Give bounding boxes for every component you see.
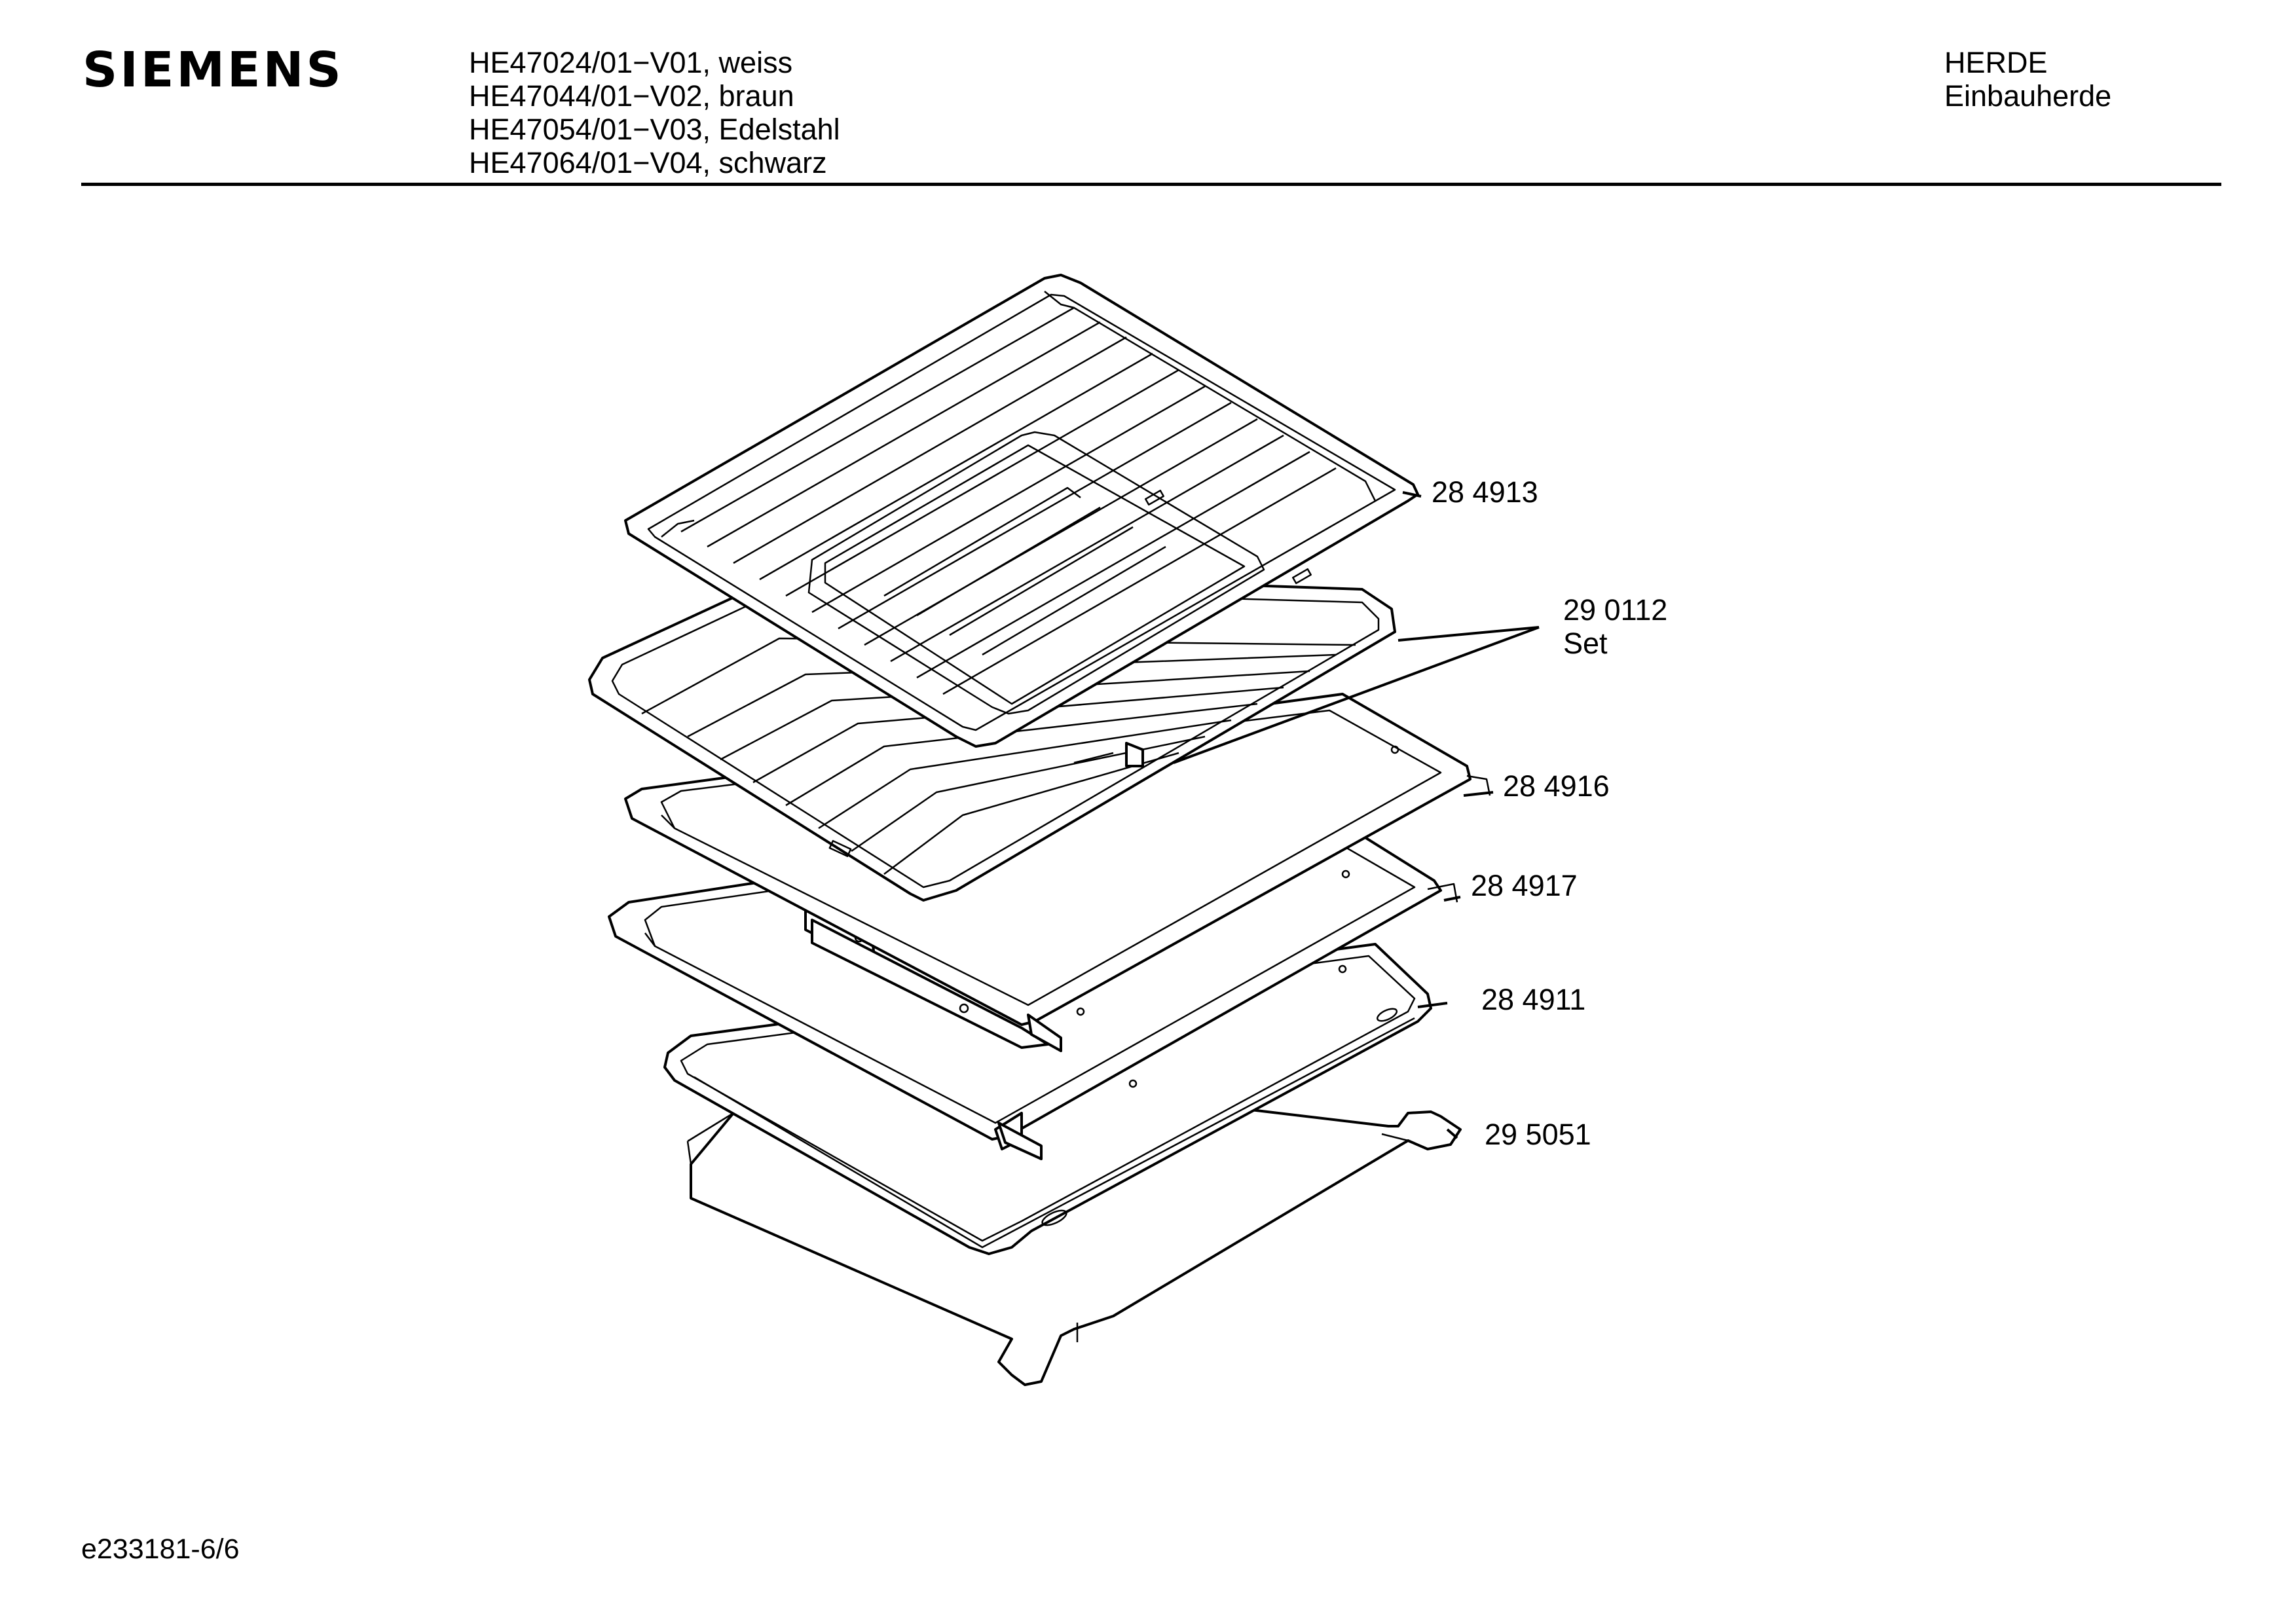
header-divider — [81, 183, 2221, 186]
part-label-290112: 29 0112 — [1563, 593, 1667, 627]
part-label-284917: 28 4917 — [1471, 869, 1578, 902]
category-title: HERDE — [1944, 46, 2048, 79]
part-label-290112-set: Set — [1563, 627, 1608, 660]
brand-logo: SIEMENS — [83, 42, 344, 98]
document-code: e233181-6/6 — [81, 1533, 240, 1565]
category-subtitle: Einbauherde — [1944, 79, 2112, 113]
model-list: HE47024/01−V01, weiss HE47044/01−V02, br… — [469, 46, 840, 179]
model-line: HE47044/01−V02, braun — [469, 79, 794, 113]
model-line: HE47024/01−V01, weiss — [469, 46, 793, 79]
wire-grid-shelf — [624, 274, 1419, 748]
category-block: HERDE Einbauherde — [1944, 46, 2111, 113]
part-label-284911: 28 4911 — [1481, 983, 1585, 1016]
model-line: HE47054/01−V03, Edelstahl — [469, 113, 840, 146]
part-label-295051: 29 5051 — [1485, 1118, 1591, 1151]
model-line: HE47064/01−V04, schwarz — [469, 146, 827, 179]
leader-lines — [1173, 491, 1540, 1139]
part-label-284913: 28 4913 — [1432, 475, 1538, 509]
part-label-284916: 28 4916 — [1503, 769, 1610, 803]
